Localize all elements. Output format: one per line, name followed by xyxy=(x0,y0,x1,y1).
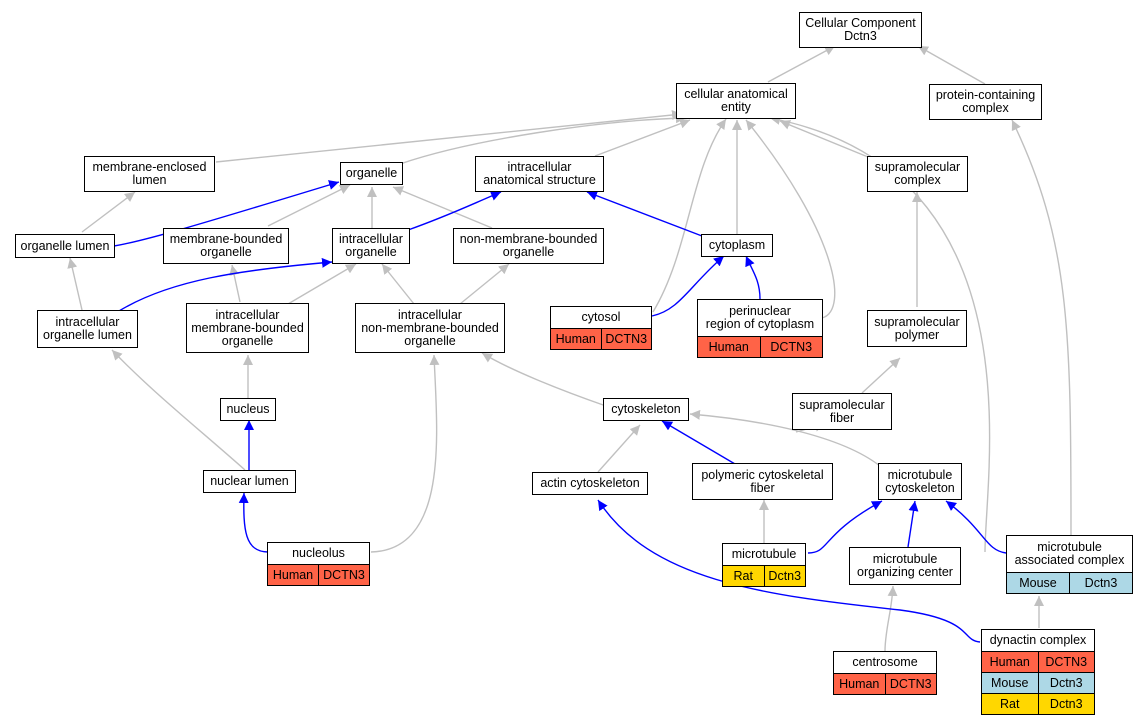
edge-isa xyxy=(1011,119,1072,536)
edge-isa xyxy=(81,191,136,233)
gene-dctn3: Dctn3 xyxy=(1037,673,1094,693)
annotation-row-centrosome: Human DCTN3 xyxy=(833,674,937,695)
gene-dctn3: Dctn3 xyxy=(1037,694,1094,714)
edge-isa xyxy=(594,118,691,157)
node-intracellular-organelle-lumen[interactable]: intracellular organelle lumen xyxy=(37,310,138,348)
node-dynactin-complex[interactable]: dynactin complex xyxy=(981,629,1095,652)
edge-partof xyxy=(238,492,269,553)
gene-dctn3: DCTN3 xyxy=(884,674,936,694)
annotation-row-nucleolus: Human DCTN3 xyxy=(267,565,370,586)
node-perinuclear-region-of-cytoplasm[interactable]: perinuclear region of cytoplasm xyxy=(697,299,823,337)
node-supramolecular-complex[interactable]: supramolecular complex xyxy=(867,156,968,192)
edge-isa xyxy=(229,264,241,303)
species-rat: Rat xyxy=(723,566,764,586)
node-intracellular-organelle[interactable]: intracellular organelle xyxy=(332,228,410,264)
gene-dctn3: DCTN3 xyxy=(318,565,369,585)
edge-isa xyxy=(652,118,727,313)
edge-isa xyxy=(267,184,351,227)
gene-dctn3: Dctn3 xyxy=(1069,573,1132,593)
edge-isa xyxy=(861,357,901,394)
node-cellular-anatomical-entity[interactable]: cellular anatomical entity xyxy=(676,83,796,119)
edge-partof xyxy=(407,191,502,231)
node-polymeric-cytoskeletal-fiber[interactable]: polymeric cytoskeletal fiber xyxy=(692,463,833,500)
species-rat: Rat xyxy=(982,694,1038,714)
node-intracellular-anatomical-structure[interactable]: intracellular anatomical structure xyxy=(475,156,604,192)
node-cellular-component[interactable]: Cellular Component Dctn3 xyxy=(799,12,922,48)
node-microtubule-associated-complex[interactable]: microtubule associated complex xyxy=(1006,535,1133,573)
node-non-membrane-bounded-organelle[interactable]: non-membrane-bounded organelle xyxy=(453,228,604,264)
edge-isa xyxy=(459,263,510,305)
edge-partof xyxy=(907,500,919,548)
species-human: Human xyxy=(982,652,1038,672)
gene-dctn3: DCTN3 xyxy=(1037,652,1094,672)
node-supramolecular-polymer[interactable]: supramolecular polymer xyxy=(867,310,967,347)
node-microtubule[interactable]: microtubule xyxy=(722,543,806,566)
species-human: Human xyxy=(698,337,760,357)
edge-isa xyxy=(745,119,836,319)
species-mouse: Mouse xyxy=(982,673,1038,693)
edge-partof xyxy=(807,500,883,554)
edge-partof xyxy=(945,500,1007,554)
node-organelle-lumen[interactable]: organelle lumen xyxy=(15,234,115,258)
edge-partof xyxy=(651,255,725,317)
node-supramolecular-fiber[interactable]: supramolecular fiber xyxy=(792,393,892,430)
edge-isa xyxy=(917,45,986,85)
edge-partof xyxy=(118,257,333,312)
edge-partof xyxy=(745,255,761,300)
node-centrosome[interactable]: centrosome xyxy=(833,651,937,674)
node-membrane-bounded-organelle[interactable]: membrane-bounded organelle xyxy=(163,228,289,264)
gene-dctn3: DCTN3 xyxy=(759,337,822,357)
node-nucleus[interactable]: nucleus xyxy=(220,398,276,421)
edge-partof xyxy=(586,190,703,237)
species-mouse: Mouse xyxy=(1007,573,1069,593)
edge-partof xyxy=(597,499,981,643)
edge-partof xyxy=(661,420,736,465)
gene-dctn3: Dctn3 xyxy=(763,566,805,586)
edge-isa xyxy=(884,585,898,652)
annotation-row-dynactin-rat: Rat Dctn3 xyxy=(981,694,1095,715)
annotation-row-microtubule-associated-complex: Mouse Dctn3 xyxy=(1006,573,1133,594)
edge-isa xyxy=(67,257,83,311)
node-actin-cytoskeleton[interactable]: actin cytoskeleton xyxy=(532,472,648,495)
node-organelle[interactable]: organelle xyxy=(340,162,403,185)
annotation-row-dynactin-human: Human DCTN3 xyxy=(981,652,1095,673)
annotation-row-dynactin-mouse: Mouse Dctn3 xyxy=(981,673,1095,694)
node-nuclear-lumen[interactable]: nuclear lumen xyxy=(203,470,296,493)
node-cytoskeleton[interactable]: cytoskeleton xyxy=(603,398,689,421)
node-cytosol[interactable]: cytosol xyxy=(550,306,652,329)
edge-isa xyxy=(392,186,493,229)
edge-isa xyxy=(689,409,881,467)
species-human: Human xyxy=(551,329,601,349)
species-human: Human xyxy=(834,674,885,694)
edge-isa xyxy=(779,120,869,158)
node-microtubule-cytoskeleton[interactable]: microtubule cytoskeleton xyxy=(878,463,962,500)
node-intracellular-membrane-bounded-organelle[interactable]: intracellular membrane-bounded organelle xyxy=(186,303,309,353)
edge-isa xyxy=(111,349,246,471)
edge-isa xyxy=(399,113,687,165)
node-intracellular-non-membrane-bounded-organelle[interactable]: intracellular non-membrane-bounded organ… xyxy=(355,303,505,353)
node-membrane-enclosed-lumen[interactable]: membrane-enclosed lumen xyxy=(84,156,215,192)
annotation-row-cytosol: Human DCTN3 xyxy=(550,329,652,350)
species-human: Human xyxy=(268,565,318,585)
edge-isa xyxy=(287,263,357,305)
edge-isa xyxy=(370,354,440,553)
node-cytoplasm[interactable]: cytoplasm xyxy=(701,234,773,257)
node-microtubule-organizing-center[interactable]: microtubule organizing center xyxy=(849,547,961,585)
edge-isa xyxy=(215,110,683,163)
annotation-row-perinuclear: Human DCTN3 xyxy=(697,337,823,358)
edge-isa xyxy=(481,352,607,407)
edge-isa xyxy=(381,263,415,305)
edge-isa xyxy=(597,424,641,473)
edge-partof xyxy=(113,180,340,247)
node-nucleolus[interactable]: nucleolus xyxy=(267,542,370,565)
annotation-row-microtubule: Rat Dctn3 xyxy=(722,566,806,587)
edge-isa xyxy=(769,114,991,553)
gene-dctn3: DCTN3 xyxy=(600,329,651,349)
node-protein-containing-complex[interactable]: protein-containing complex xyxy=(929,84,1042,120)
edge-isa xyxy=(767,45,836,83)
